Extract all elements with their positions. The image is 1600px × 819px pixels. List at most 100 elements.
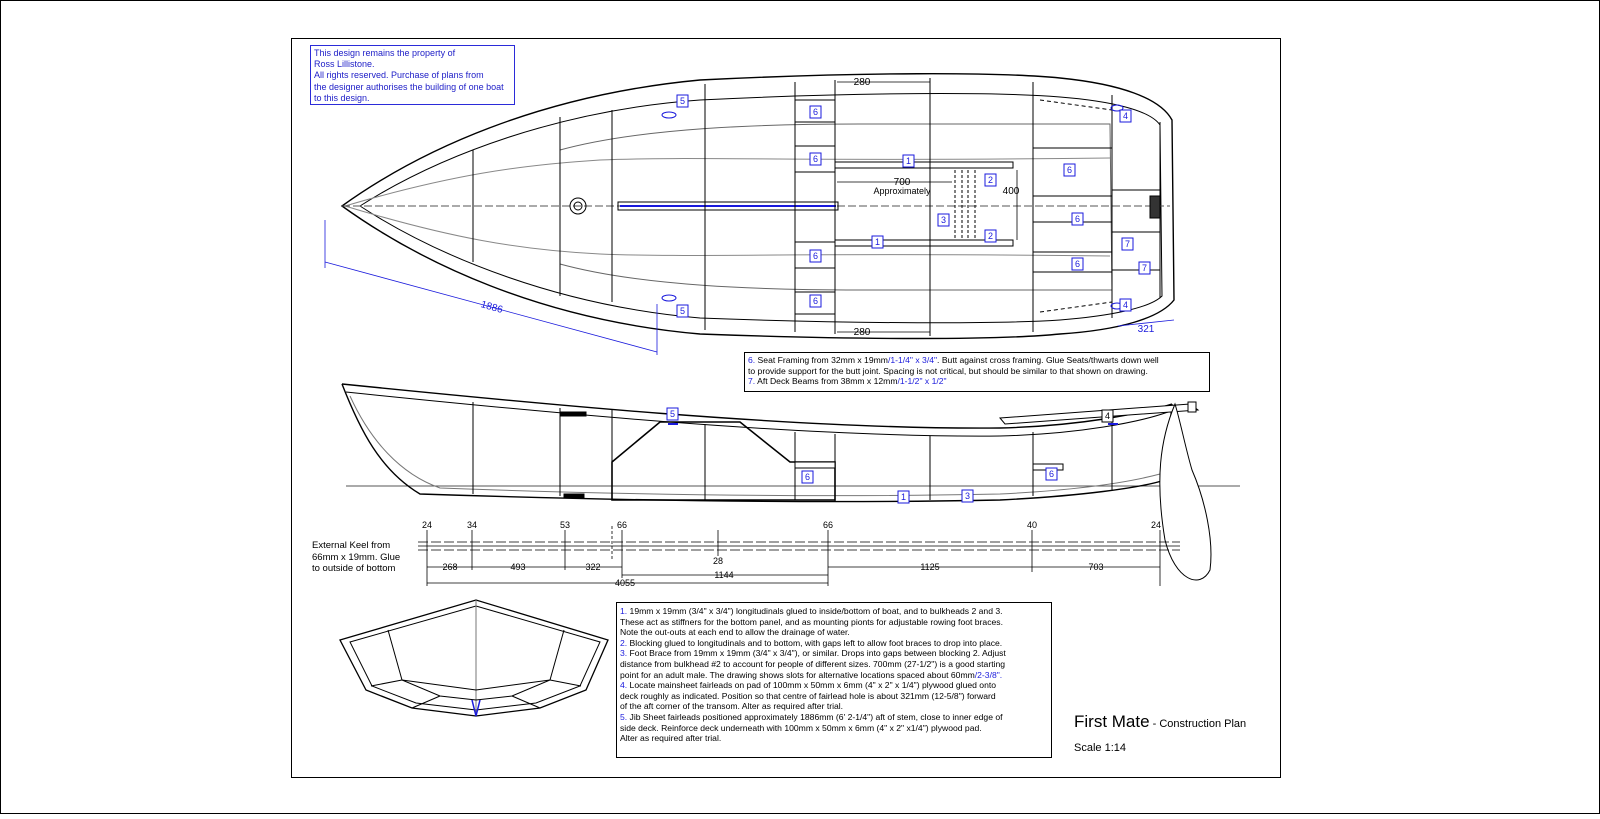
keel-depth-66-a: 66 (617, 520, 627, 530)
svg-text:5: 5 (670, 409, 675, 419)
dim-approximately: Approximately (873, 186, 931, 196)
note-number: 5. (620, 711, 628, 722)
svg-text:5: 5 (680, 96, 685, 106)
keel-depth-40: 40 (1027, 520, 1037, 530)
external-keel-label: External Keel from 66mm x 19mm. Glue to … (312, 540, 412, 575)
copyright-line: All rights reserved. Purchase of plans f… (314, 70, 484, 81)
svg-text:6: 6 (805, 472, 810, 482)
plan-label-5-top: 5 (676, 94, 689, 108)
note-number: 1. (620, 606, 628, 616)
plan-label-6a: 6 (809, 105, 822, 119)
svg-text:4: 4 (1123, 111, 1128, 121)
keel-diagram (418, 526, 1180, 586)
plan-label-4-top: 4 (1119, 109, 1132, 123)
imperial-dimension: /2-3/8". (974, 669, 1003, 680)
plan-label-6f: 6 (1071, 212, 1084, 226)
imperial-dimension: /1-1/4" x 3/4" (887, 355, 938, 365)
svg-text:6: 6 (813, 107, 818, 117)
note-number: 3. (620, 648, 628, 659)
plan-label-4-bottom: 4 (1119, 298, 1132, 312)
copyright-notice: This design remains the property of Ross… (310, 45, 515, 105)
keel-seg-493: 493 (510, 562, 525, 572)
svg-text:1: 1 (875, 237, 880, 247)
note-text: Alter as required after trial. (620, 733, 722, 744)
keel-mid-28: 28 (713, 556, 723, 566)
keel-depth-34: 34 (467, 520, 477, 530)
keel-seg-703: 703 (1088, 562, 1103, 572)
note-text: side deck. Reinforce deck underneath wit… (620, 722, 982, 733)
construction-notes: 1. 19mm x 19mm (3/4" x 3/4") longitudina… (616, 602, 1052, 758)
profile-label-6b: 6 (1045, 467, 1058, 481)
keel-seg-1125: 1125 (920, 562, 939, 572)
note-text: Foot Brace from 19mm x 19mm (3/4" x 3/4"… (627, 648, 1006, 659)
svg-text:5: 5 (680, 306, 685, 316)
note-text: to provide support for the butt joint. S… (748, 365, 1148, 376)
plan-label-7b: 7 (1138, 261, 1151, 275)
svg-text:6: 6 (813, 296, 818, 306)
note-text: Blocking glued to longitudinals and to b… (627, 637, 1003, 648)
note-text: Seat Framing from 32mm x 19mm (755, 355, 888, 365)
seat-framing-note: 6. Seat Framing from 32mm x 19mm/1-1/4" … (744, 352, 1210, 392)
plan-label-3: 3 (937, 213, 950, 227)
section-view (339, 599, 609, 717)
plan-view (340, 73, 1175, 340)
svg-text:2: 2 (988, 231, 993, 241)
note-number: 2. (620, 637, 628, 648)
svg-text:6: 6 (1075, 259, 1080, 269)
profile-view (341, 383, 1240, 581)
note-text: Aft Deck Beams from 38mm x 12mm (755, 376, 898, 387)
note-text: distance from bulkhead #2 to account for… (620, 658, 1006, 669)
note-text: 19mm x 19mm (3/4" x 3/4") longitudinals … (627, 606, 1003, 616)
copyright-line: the designer authorises the building of … (314, 81, 504, 92)
drawing-title: First Mate (1074, 712, 1150, 731)
svg-text:2: 2 (988, 175, 993, 185)
title-block: First Mate - Construction Plan (1074, 712, 1246, 732)
svg-text:3: 3 (965, 491, 970, 501)
svg-text:1: 1 (906, 156, 911, 166)
copyright-line: to this design. (314, 92, 370, 103)
keel-label-line: to outside of bottom (312, 563, 396, 574)
svg-text:6: 6 (813, 251, 818, 261)
plan-label-7a: 7 (1121, 237, 1134, 251)
dim-400: 400 (1003, 186, 1020, 197)
plan-label-6g: 6 (1071, 257, 1084, 271)
profile-label-1: 1 (897, 490, 910, 504)
dim-321: 321 (1138, 324, 1155, 335)
svg-text:4: 4 (1123, 300, 1128, 310)
profile-label-6a: 6 (801, 470, 814, 484)
note-number: 4. (620, 680, 628, 691)
keel-seg-322: 322 (585, 562, 600, 572)
plan-label-2a: 2 (984, 173, 997, 187)
keel-depth-24-aft: 24 (1151, 520, 1161, 530)
note-text: point for an adult male. The drawing sho… (620, 669, 975, 680)
profile-label-5: 5 (666, 407, 679, 421)
drawing-scale: Scale 1:14 (1074, 742, 1126, 754)
note-text: . Butt against cross framing. Glue Seats… (937, 355, 1159, 365)
note-text: deck roughly as indicated. Position so t… (620, 690, 996, 701)
copyright-line: Ross Lillistone. (314, 59, 375, 70)
plan-label-6b: 6 (809, 152, 822, 166)
plan-label-5-bottom: 5 (676, 304, 689, 318)
svg-text:6: 6 (1049, 469, 1054, 479)
note-text: Jib Sheet fairleads positioned approxima… (627, 711, 1003, 722)
svg-text:7: 7 (1125, 239, 1130, 249)
imperial-dimension: /1-1/2" x 1/2" (897, 376, 947, 387)
svg-text:1: 1 (901, 492, 906, 502)
note-text: These act as stiffners for the bottom pa… (620, 616, 1003, 627)
note-text: of the aft corner of the transom. Alter … (620, 701, 844, 712)
drawing-subtitle: - Construction Plan (1149, 718, 1247, 730)
dim-1886: 1886 (479, 299, 504, 316)
keel-seg-1144: 1144 (714, 570, 733, 580)
svg-text:6: 6 (1075, 214, 1080, 224)
note-text: Locate mainsheet fairleads on pad of 100… (627, 680, 997, 691)
svg-text:3: 3 (941, 215, 946, 225)
plan-label-1b: 1 (871, 235, 884, 249)
sheet-border (291, 38, 1281, 778)
svg-text:6: 6 (813, 154, 818, 164)
plan-label-6c: 6 (809, 249, 822, 263)
svg-text:6: 6 (1067, 165, 1072, 175)
note-number: 6. (748, 355, 756, 365)
note-number: 7. (748, 376, 756, 387)
plan-label-2b: 2 (984, 229, 997, 243)
